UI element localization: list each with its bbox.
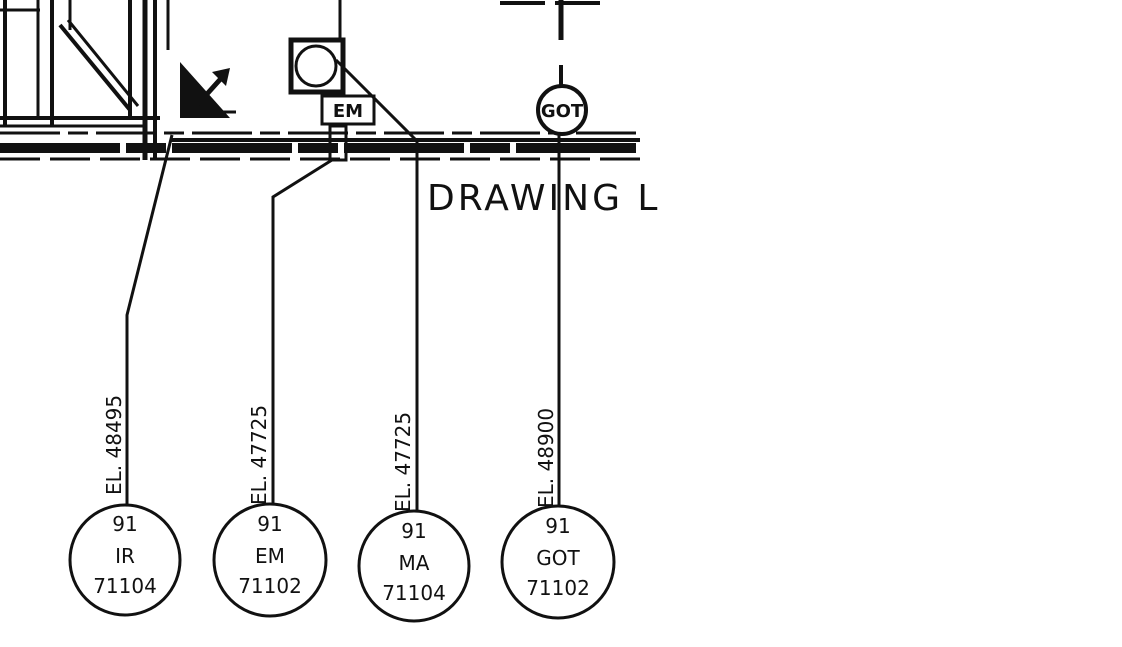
- callout-number: 91: [257, 512, 282, 536]
- elevation-label: EL. 47725: [247, 405, 271, 505]
- callout-service: IR: [115, 544, 135, 568]
- callout-service: MA: [399, 551, 430, 575]
- got-tag-label: GOT: [541, 101, 584, 122]
- callout-number: 91: [401, 519, 426, 543]
- structural-frame: [0, 0, 170, 160]
- callout-got: EL. 48900 91 GOT 71102: [500, 408, 616, 620]
- callout-service: GOT: [536, 546, 580, 570]
- callout-ma: EL. 47725 91 MA 71104: [357, 412, 471, 623]
- leader-lines: [125, 134, 561, 512]
- equipment-symbol: [288, 37, 418, 142]
- callout-number: 91: [112, 512, 137, 536]
- em-tag: EM: [320, 94, 376, 162]
- callout-ir: EL. 48495 91 IR 71104: [68, 395, 182, 617]
- callout-number: 91: [545, 514, 570, 538]
- callout-line-number: 71104: [93, 574, 157, 598]
- callout-em: EL. 47725 91 EM 71102: [212, 405, 328, 618]
- callout-line-number: 71104: [382, 581, 446, 605]
- callout-line-number: 71102: [526, 576, 590, 600]
- drawing-label: DRAWING L: [427, 178, 660, 219]
- callout-line-number: 71102: [238, 574, 302, 598]
- north-arrow-icon: [180, 62, 236, 118]
- em-tag-label: EM: [333, 101, 363, 122]
- elevation-label: EL. 47725: [391, 412, 415, 512]
- elevation-label: EL. 48495: [102, 395, 126, 495]
- elevation-label: EL. 48900: [534, 408, 558, 508]
- got-tag: GOT: [500, 0, 600, 136]
- main-pipe-band: [0, 131, 640, 161]
- callout-service: EM: [255, 544, 285, 568]
